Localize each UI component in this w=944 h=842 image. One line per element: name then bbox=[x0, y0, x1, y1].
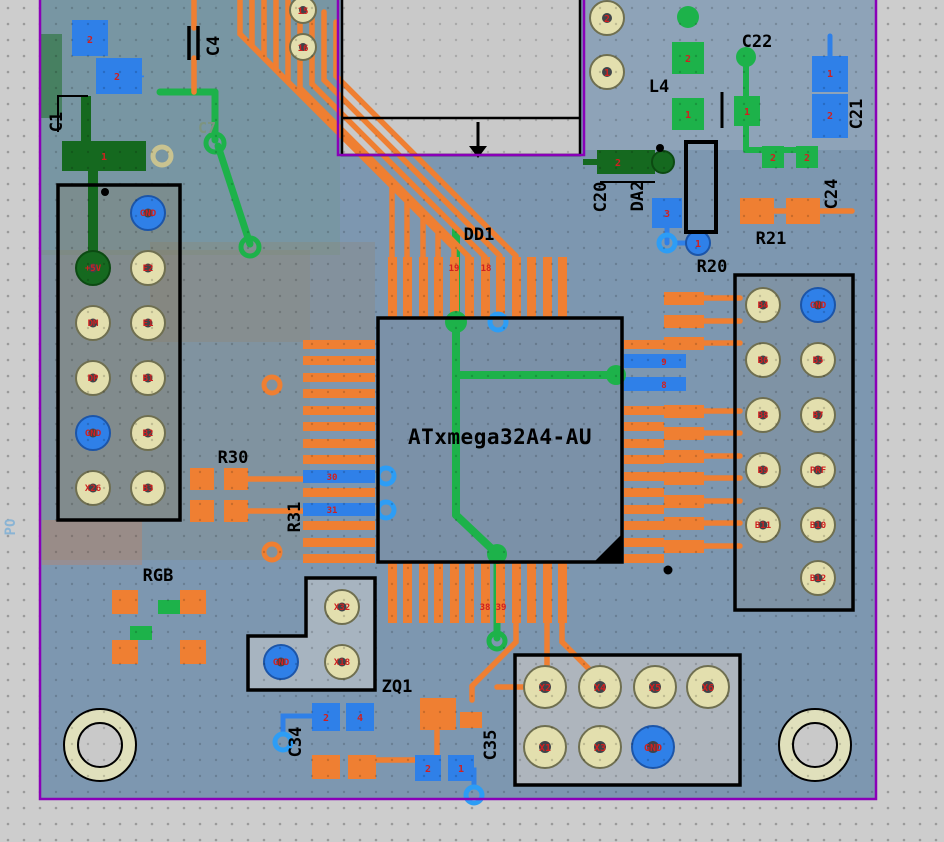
component-da2-body[interactable] bbox=[684, 140, 718, 234]
refdes-r31: R31 bbox=[285, 502, 305, 533]
pin-number-19: 19 bbox=[449, 264, 460, 274]
pad-num: 2 bbox=[827, 111, 833, 122]
pad-label-x3: X3 bbox=[594, 743, 606, 754]
pad-num: 1 bbox=[695, 239, 701, 250]
pad-label-gnd: GND bbox=[273, 658, 290, 668]
pad-num: 2 bbox=[323, 713, 329, 724]
pad-label-b9: B9 bbox=[758, 466, 769, 476]
grid-overlay bbox=[40, 0, 876, 800]
labels: C4 C1 C7 DD1 C20 DA2 L4 C22 C21 C24 R21 … bbox=[3, 7, 867, 775]
pad-label-x5: X5 bbox=[649, 683, 661, 694]
pad-num: 1 bbox=[458, 764, 464, 775]
refdes-zq1: ZQ1 bbox=[382, 677, 413, 697]
refdes-r30: R30 bbox=[218, 448, 249, 468]
pad-label-x6: X6 bbox=[702, 683, 714, 694]
refdes-r21: R21 bbox=[756, 229, 787, 249]
chip-part-number: ATxmega32A4-AU bbox=[408, 425, 592, 449]
pin-number-30: 30 bbox=[327, 473, 338, 483]
pad-num: 2 bbox=[804, 153, 810, 164]
refdes-c24: C24 bbox=[822, 179, 842, 210]
pin-number-9: 9 bbox=[661, 358, 666, 368]
refdes-c7: C7 bbox=[198, 119, 216, 137]
pad-label-gnd: GND bbox=[140, 209, 157, 219]
pad-label-b7: B7 bbox=[813, 411, 824, 421]
pad-label-b5: B5 bbox=[813, 356, 824, 366]
pad-label-b3: B3 bbox=[143, 484, 154, 494]
pin-number-39: 39 bbox=[496, 603, 507, 613]
pad-num: 3 bbox=[664, 209, 670, 220]
pad-label-prf: PRF bbox=[810, 466, 826, 476]
pad-label-x2: X2 bbox=[539, 683, 551, 694]
pad-label-usb1: 1 bbox=[604, 68, 610, 79]
pin1-marker bbox=[663, 565, 673, 575]
chip-outline[interactable] bbox=[376, 316, 624, 564]
pad-label-b12: B12 bbox=[810, 574, 826, 584]
pad-label-b4: B4 bbox=[758, 301, 769, 311]
pad-num: 2 bbox=[114, 72, 120, 83]
refdes-da2: DA2 bbox=[628, 181, 648, 212]
pad-label-15: 15 bbox=[298, 7, 309, 17]
refdes-c35: C35 bbox=[481, 730, 501, 761]
refdes-rgb: RGB bbox=[143, 566, 174, 586]
refdes-r20: R20 bbox=[697, 257, 728, 277]
refdes-c22: C22 bbox=[742, 32, 773, 52]
refdes-l4: L4 bbox=[649, 77, 669, 97]
pad-label-16: 16 bbox=[298, 44, 309, 54]
aux-connector-outline[interactable] bbox=[246, 576, 377, 692]
pad-label-x18: X18 bbox=[334, 658, 350, 668]
pad-label-x26: X26 bbox=[85, 484, 101, 494]
pad-num: 2 bbox=[87, 35, 93, 46]
refdes-c4: C4 bbox=[204, 36, 224, 56]
pad-num: 1 bbox=[744, 107, 750, 118]
pin1-marker bbox=[656, 144, 664, 152]
pin-number-38: 38 bbox=[480, 603, 491, 613]
refdes-c34: C34 bbox=[286, 727, 306, 758]
chip-corner-chamfer bbox=[594, 534, 622, 562]
component-c4-body[interactable] bbox=[187, 26, 200, 60]
board-side-label: PO bbox=[3, 519, 19, 536]
pad-num: 2 bbox=[425, 764, 431, 775]
pad-label-b6: B6 bbox=[758, 356, 769, 366]
pad-label-gnd: GND bbox=[85, 429, 102, 439]
usb-arrow-head bbox=[469, 146, 487, 158]
refdes-c20: C20 bbox=[591, 182, 611, 213]
pad-label-b11: B11 bbox=[755, 521, 771, 531]
pin-number-8: 8 bbox=[661, 381, 666, 391]
pad-num: 4 bbox=[357, 713, 363, 724]
refdes-dd1: DD1 bbox=[464, 225, 495, 245]
pad-label-b10: B10 bbox=[810, 521, 826, 531]
bottom-connector-outline[interactable] bbox=[513, 653, 742, 787]
pad-label-dp: DP bbox=[88, 374, 99, 384]
pad-num: 2 bbox=[770, 153, 776, 164]
pad-label-x32: X32 bbox=[334, 603, 350, 613]
pad-num: 2 bbox=[685, 54, 691, 65]
pin1-marker bbox=[101, 188, 109, 196]
pad-label-gnd: GND bbox=[644, 743, 662, 754]
pad-label-dm: DM bbox=[88, 319, 99, 329]
right-connector-outline[interactable] bbox=[733, 273, 855, 612]
silk-line bbox=[57, 95, 88, 132]
pad-label-b2: B2 bbox=[143, 429, 154, 439]
left-connector-outline[interactable] bbox=[56, 183, 182, 522]
pad-label-plus5v: +5V bbox=[85, 264, 102, 274]
pad-label-b1: B1 bbox=[143, 374, 154, 384]
pin-number-31: 31 bbox=[327, 506, 338, 516]
pad-num: 1 bbox=[101, 152, 107, 163]
refdes-c1: C1 bbox=[47, 112, 67, 132]
pad-num: 2 bbox=[615, 158, 621, 169]
pad-label-b8: B8 bbox=[758, 411, 769, 421]
pad-label-usb2: 2 bbox=[604, 14, 610, 25]
pad-label-e1: E1 bbox=[143, 319, 154, 329]
pad-num: 1 bbox=[685, 110, 691, 121]
pad-label-e2: E2 bbox=[143, 264, 154, 274]
pad-num: 1 bbox=[827, 69, 833, 80]
board-outline bbox=[38, 0, 878, 801]
pad-label-x4: X4 bbox=[594, 683, 606, 694]
refdes-c21: C21 bbox=[847, 99, 867, 130]
pad-label-x1: X1 bbox=[539, 743, 551, 754]
plus-mark: + bbox=[135, 67, 144, 85]
pad-label-gnd: GND bbox=[810, 301, 827, 311]
pin-number-18: 18 bbox=[481, 264, 492, 274]
